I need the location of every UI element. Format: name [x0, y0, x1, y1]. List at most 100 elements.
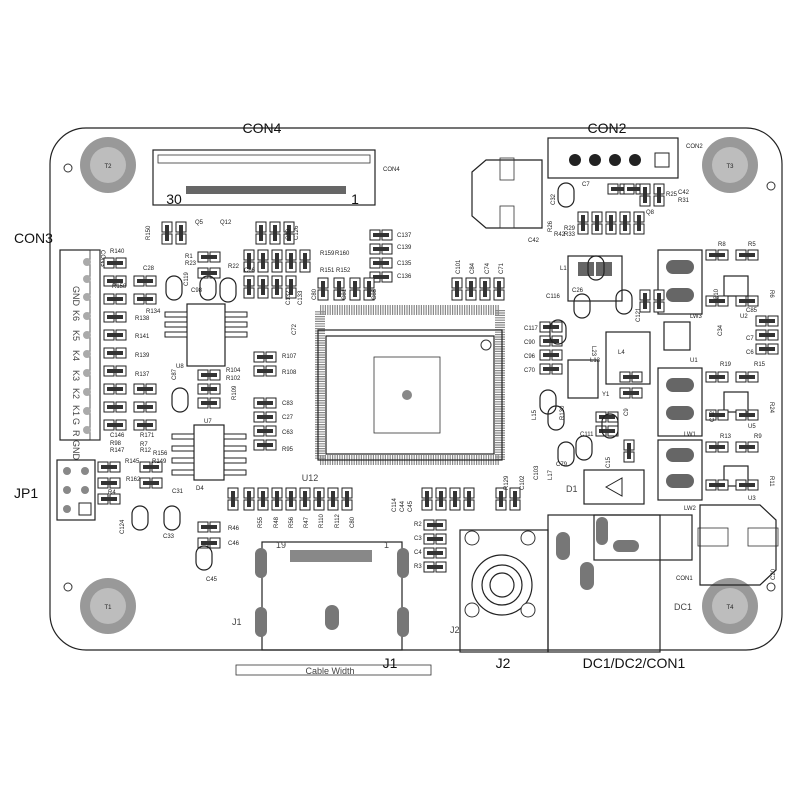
smd-pad	[369, 229, 393, 241]
svg-text:C74: C74	[485, 262, 491, 274]
svg-text:R109: R109	[232, 385, 238, 400]
svg-text:R46: R46	[228, 526, 240, 532]
svg-text:R55: R55	[258, 516, 264, 528]
smd-pad	[255, 221, 267, 245]
u8-label: U8	[176, 364, 184, 370]
capacitor-footprint	[131, 505, 149, 531]
svg-text:R15: R15	[754, 362, 766, 368]
svg-text:L17: L17	[548, 469, 554, 480]
svg-text:C28: C28	[143, 266, 155, 272]
via-hole	[63, 163, 73, 173]
svg-text:R151: R151	[320, 268, 335, 274]
svg-text:C7: C7	[582, 182, 590, 188]
capacitor-footprint	[165, 275, 183, 301]
svg-text:R3: R3	[414, 564, 422, 570]
smd-pad	[317, 277, 329, 301]
inductor-l4: L4	[605, 331, 651, 385]
smd-pad	[463, 487, 475, 511]
d1-label: D1	[566, 484, 578, 494]
con3-pin-1: GND	[71, 286, 81, 307]
con3-pin-2: K6	[71, 310, 81, 321]
svg-text:C114: C114	[392, 497, 398, 512]
j2-small-label: J2	[450, 625, 460, 635]
svg-text:C72: C72	[292, 323, 298, 335]
smd-pad	[243, 249, 255, 273]
svg-text:C132: C132	[286, 290, 292, 305]
cable-width-bar	[235, 664, 432, 676]
svg-text:C45: C45	[408, 500, 414, 512]
smd-pad	[133, 419, 157, 431]
capacitor-footprint	[195, 545, 213, 571]
svg-text:C31: C31	[172, 489, 184, 495]
smd-pad	[595, 425, 619, 437]
smd-pad	[97, 461, 121, 473]
svg-text:C33: C33	[163, 534, 175, 540]
svg-text:C133: C133	[298, 290, 304, 305]
chip-u1: U1	[663, 321, 698, 364]
svg-text:C111: C111	[580, 432, 594, 438]
smd-pad	[619, 387, 643, 399]
svg-text:R24: R24	[768, 402, 774, 414]
inductor-lw2: LW2	[657, 439, 703, 512]
svg-text:C15: C15	[606, 456, 612, 468]
smd-pad	[333, 277, 345, 301]
smd-pad	[369, 257, 393, 269]
smd-pad	[591, 211, 603, 235]
svg-text:U1: U1	[690, 358, 698, 364]
svg-text:C42: C42	[528, 238, 540, 244]
svg-text:R4: R4	[108, 490, 116, 496]
smd-pad	[363, 277, 375, 301]
con3-pin-7: K1	[71, 405, 81, 416]
smd-component-layer	[97, 182, 779, 573]
smd-pad	[423, 533, 447, 545]
smd-pad	[97, 477, 121, 489]
component-label-layer: R140 R158 R138 R141 R139 R137 R134 C28 C…	[108, 182, 777, 583]
svg-text:R6: R6	[768, 290, 774, 298]
svg-text:R134: R134	[146, 309, 161, 315]
j1-label: J1	[383, 655, 398, 671]
smd-pad	[423, 519, 447, 531]
smd-pad	[449, 487, 461, 511]
chip-u12: U12	[302, 305, 505, 483]
smd-pad	[451, 277, 463, 301]
svg-text:C9: C9	[624, 408, 630, 416]
svg-text:R138: R138	[135, 316, 150, 322]
svg-text:L13: L13	[590, 358, 601, 364]
svg-text:D4: D4	[196, 486, 204, 492]
svg-text:C121: C121	[636, 307, 642, 322]
smd-pad	[133, 401, 157, 413]
svg-text:R47: R47	[304, 516, 310, 528]
svg-text:C98: C98	[191, 288, 203, 294]
svg-text:R2: R2	[414, 522, 422, 528]
svg-text:L4: L4	[618, 350, 625, 356]
smd-pad	[253, 439, 277, 451]
smd-pad	[327, 487, 339, 511]
smd-pad	[735, 249, 759, 261]
svg-text:C79: C79	[556, 462, 568, 468]
svg-text:R129: R129	[504, 475, 510, 490]
mount-label-t1: T1	[104, 605, 112, 611]
svg-text:R107: R107	[282, 354, 297, 360]
smd-pad	[493, 277, 505, 301]
svg-text:R19: R19	[720, 362, 732, 368]
smd-pad	[103, 401, 127, 413]
svg-text:C85: C85	[746, 308, 758, 314]
capacitor-footprint	[549, 319, 567, 345]
smd-pad	[197, 369, 221, 381]
smd-pad	[479, 277, 491, 301]
capacitor-footprint	[557, 441, 575, 467]
smd-pad	[253, 397, 277, 409]
inductor-lw3: LW3	[657, 249, 703, 320]
svg-text:C46: C46	[228, 541, 240, 547]
mounting-hole-t1: T1	[80, 578, 136, 634]
svg-text:R42: R42	[554, 232, 566, 238]
mounting-hole-t2: T2	[80, 137, 136, 193]
mounting-hole-t4: T4	[702, 578, 758, 634]
smd-pad	[197, 537, 221, 549]
svg-text:C137: C137	[397, 233, 412, 239]
con3-pin-4: K4	[71, 350, 81, 361]
svg-text:C63: C63	[282, 430, 294, 436]
smd-pad	[705, 295, 729, 307]
svg-text:R152: R152	[336, 268, 351, 274]
smd-pad	[705, 409, 729, 421]
